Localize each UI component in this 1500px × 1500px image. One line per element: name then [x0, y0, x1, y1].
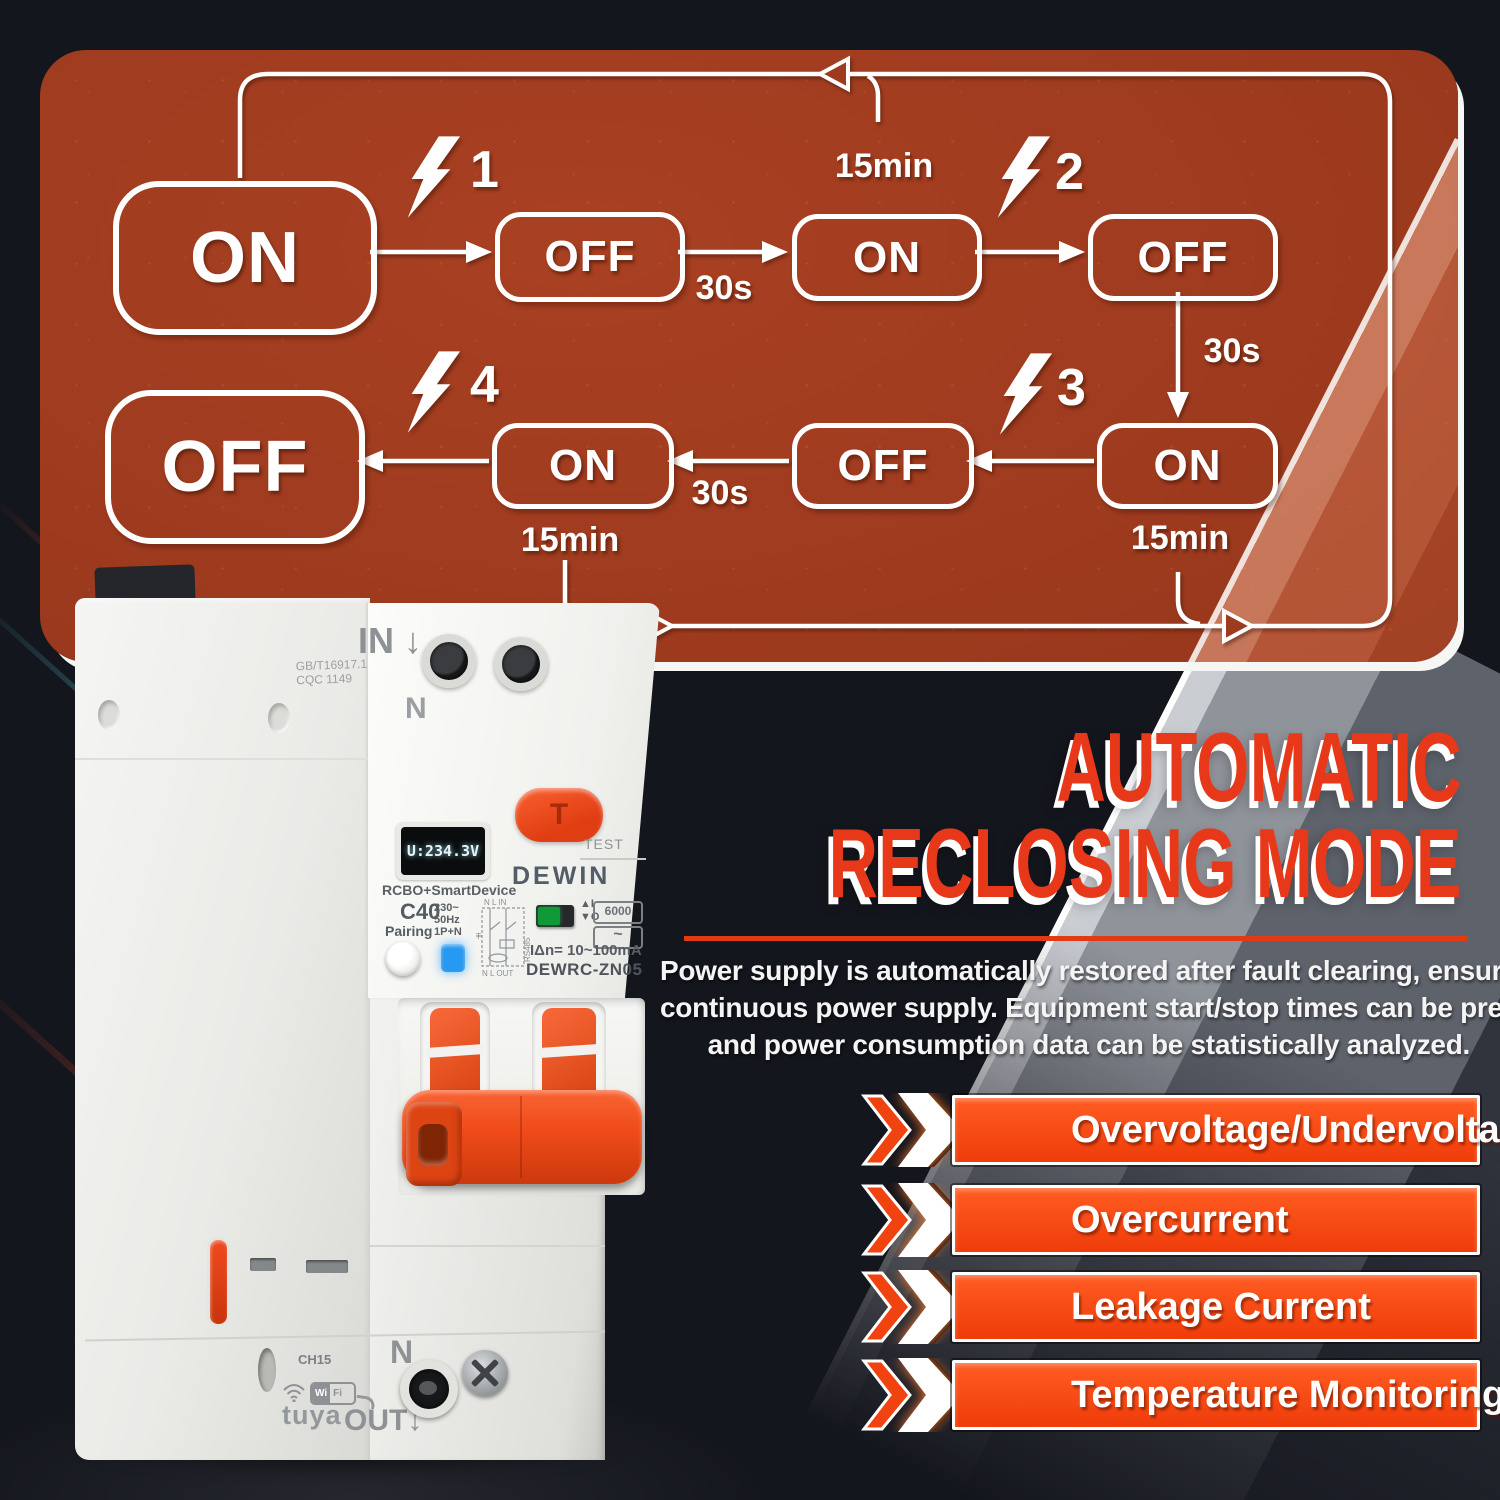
- test-label: TEST: [584, 836, 624, 852]
- body-seam: [366, 603, 368, 1001]
- down-arrow-icon: ↓: [404, 620, 423, 661]
- headline-line-1: AUTOMATIC: [1056, 711, 1462, 823]
- svg-text:N L IN: N L IN: [484, 898, 507, 907]
- state-box-off-2: OFF: [1088, 214, 1278, 301]
- headline-divider: [684, 936, 1468, 941]
- lightning-bolt-icon: [407, 351, 461, 433]
- double-chevron-icon: [860, 1183, 968, 1257]
- neutral-label-bottom: N: [390, 1334, 414, 1370]
- state-box-on-2: ON: [792, 214, 982, 301]
- wifi-icon: [283, 1384, 305, 1402]
- terminal-screw: [494, 637, 548, 691]
- lever-hook-hole: [418, 1124, 448, 1166]
- vent-slot: [306, 1260, 348, 1273]
- state-box-off-3: OFF: [792, 423, 974, 509]
- wiring-schematic: N L IN T RS485 N L OUT: [476, 898, 532, 978]
- voltage-display: U:234.3V: [396, 822, 490, 880]
- fixing-hole: [258, 1348, 276, 1392]
- case-dimple: [98, 700, 120, 730]
- wait-label-15min-top: 15min: [834, 147, 934, 185]
- trip-indicator-tab: [210, 1240, 227, 1324]
- wifi-led: [441, 944, 465, 972]
- feature-banner-overvoltage: Overvoltage/Undervoltage: [860, 1093, 1500, 1167]
- trip-count-4: 4: [470, 356, 499, 414]
- pairing-button[interactable]: [386, 942, 420, 976]
- tuya-logo: tuya: [282, 1394, 376, 1431]
- svg-text:N L OUT: N L OUT: [482, 969, 513, 978]
- banner-bar: Temperature Monitoring: [952, 1360, 1500, 1430]
- breaker-body: [75, 598, 370, 1460]
- voltage-readout: U:234.3V: [401, 827, 485, 875]
- feature-banner-leakage: Leakage Current: [860, 1270, 1480, 1344]
- status-led-slot: [536, 905, 574, 927]
- terminal-hole: [400, 1360, 458, 1418]
- body-seam: [75, 758, 368, 760]
- double-chevron-icon: [860, 1093, 968, 1167]
- delay-label-30s-drop: 30s: [1203, 332, 1261, 370]
- double-chevron-icon: [860, 1270, 968, 1344]
- neutral-label-top: N: [405, 692, 427, 725]
- lever-hook: [406, 1102, 462, 1186]
- terminal-screw: [422, 634, 476, 688]
- lightning-bolt-icon: [999, 353, 1053, 435]
- trip-count-1: 1: [470, 141, 499, 199]
- current-rating: C40: [400, 899, 441, 924]
- test-underline: [580, 858, 646, 860]
- reclosing-cycle-panel: ON OFF ON OFF OFF ON OFF ON 15min 30s 30…: [40, 50, 1458, 662]
- state-box-on-3: ON: [492, 423, 674, 509]
- state-box-on-4: ON: [1097, 423, 1278, 509]
- banner-bar: Overvoltage/Undervoltage: [952, 1095, 1500, 1165]
- lever-seam: [520, 1096, 522, 1178]
- model-number: DEWRC-ZN05: [526, 960, 643, 979]
- svg-text:T: T: [476, 932, 481, 941]
- terminal-core: [419, 1381, 437, 1395]
- state-box-on-start: ON: [113, 181, 377, 335]
- double-chevron-icon: [860, 1358, 968, 1432]
- lightning-bolt-icon: [407, 136, 461, 218]
- banner-bar: Overcurrent: [952, 1185, 1480, 1255]
- phillips-screw: [462, 1350, 508, 1396]
- lightning-bolt-icon: [997, 136, 1051, 218]
- description-paragraph: Power supply is automatically restored a…: [660, 955, 1500, 1060]
- test-button[interactable]: T: [515, 788, 603, 842]
- delay-label-30s-row2: 30s: [691, 474, 749, 512]
- pairing-label: Pairing: [385, 923, 433, 939]
- ch15-marking: CH15: [298, 1352, 332, 1367]
- body-seam: [370, 1245, 605, 1247]
- feature-banner-overcurrent: Overcurrent: [860, 1183, 1480, 1257]
- product-type-label: RCBO+SmartDevice: [382, 882, 517, 898]
- green-led: [538, 907, 560, 925]
- trip-count-3: 3: [1057, 359, 1086, 417]
- leakage-current-spec: IΔn= 10~100mA: [530, 942, 642, 959]
- state-box-off-1: OFF: [495, 212, 685, 302]
- rcd-type-icon: ~: [593, 926, 643, 949]
- state-box-off-final: OFF: [105, 390, 365, 544]
- solid-arrowheads: [357, 241, 1189, 472]
- banner-bar: Leakage Current: [952, 1272, 1480, 1342]
- feature-banner-temperature: Temperature Monitoring: [860, 1358, 1500, 1432]
- in-terminal-label: IN ↓: [358, 620, 423, 661]
- case-dimple: [268, 703, 290, 733]
- delay-label-30s-row1: 30s: [695, 269, 753, 307]
- wait-label-15min-bottom-left: 15min: [520, 521, 620, 559]
- vent-slot: [250, 1258, 276, 1271]
- trip-count-2: 2: [1055, 143, 1084, 201]
- svg-text:RS485: RS485: [523, 937, 532, 962]
- wait-label-15min-bottom-right: 15min: [1130, 519, 1230, 557]
- headline-line-2: RECLOSING MODE: [828, 807, 1462, 919]
- brand-logo: DEWIN: [512, 862, 611, 890]
- breaking-capacity-box: 6000: [593, 901, 643, 924]
